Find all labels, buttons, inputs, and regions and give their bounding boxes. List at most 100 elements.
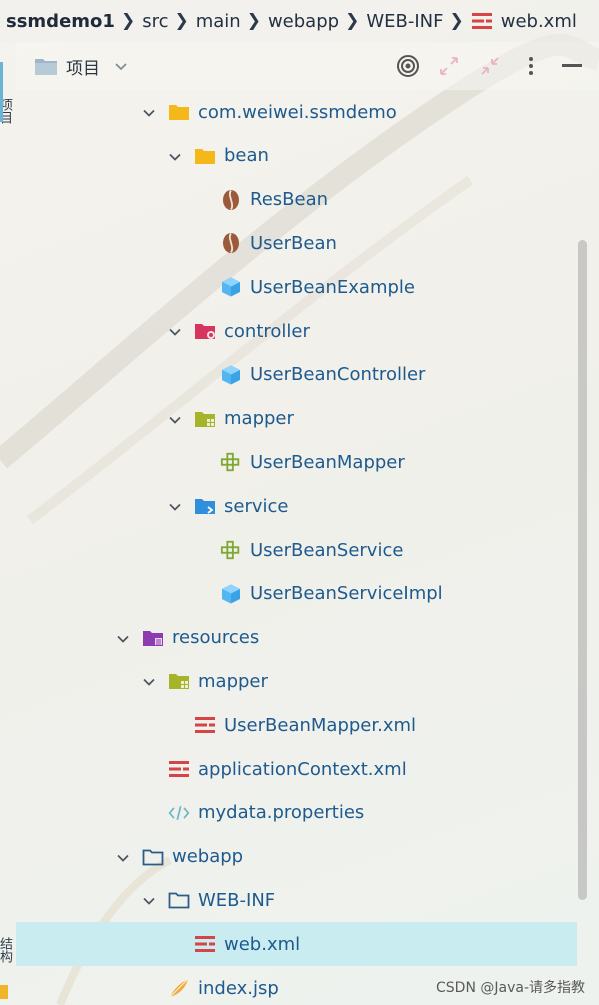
service-folder-icon [194,495,216,517]
tree-row[interactable]: UserBeanController [16,353,577,397]
tree-item-label: controller [224,320,310,342]
tree-row[interactable]: mapper [16,397,577,441]
tree-row[interactable]: mydata.properties [16,791,577,835]
tree-row[interactable]: mapper [16,659,577,703]
chevron-right-icon: ❯ [120,11,136,31]
chevron-down-icon[interactable] [142,105,156,119]
select-opened-file-button[interactable] [393,51,423,81]
expand-arrows-icon [440,57,458,75]
vertical-scrollbar[interactable] [578,240,587,900]
resources-folder-icon [142,627,164,649]
tree-item-label: UserBeanMapper.xml [224,714,417,736]
bookmark-icon[interactable] [0,985,8,999]
chevron-down-icon [115,63,127,71]
interface-grid-icon [220,451,242,473]
properties-file-icon [168,802,190,824]
tree-item-label: UserBean [250,232,337,254]
tree-item-label: applicationContext.xml [198,758,407,780]
tree-item-label: com.weiwei.ssmdemo [198,101,397,123]
tree-row[interactable]: bean [16,134,577,178]
tree-row[interactable]: applicationContext.xml [16,747,577,791]
tree-item-label: index.jsp [198,977,279,999]
chevron-down-icon[interactable] [168,412,182,426]
tree-row-selected[interactable]: web.xml [16,922,577,967]
breadcrumb-item-web-xml[interactable]: web.xml [471,11,577,32]
project-panel-header: 项目 [16,42,599,90]
tree-row[interactable]: com.weiwei.ssmdemo [16,90,577,134]
tree-row[interactable]: WEB-INF [16,878,577,922]
hide-panel-button[interactable] [557,51,587,81]
tree-row[interactable]: service [16,484,577,528]
class-cube-icon [220,364,242,386]
web-folder-icon [142,846,164,868]
tree-row[interactable]: UserBeanExample [16,265,577,309]
tree-item-label: mapper [198,670,268,692]
class-cube-icon [220,276,242,298]
chevron-right-icon: ❯ [345,11,360,31]
controller-folder-icon [194,320,216,342]
tree-row[interactable]: ResBean [16,178,577,222]
bean-icon [220,189,242,211]
tree-item-label: ResBean [250,189,329,211]
package-folder-icon [194,145,216,167]
panel-toolbar [382,42,599,90]
xml-file-icon [471,13,492,29]
watermark: CSDN @Java-请多指教 [436,980,585,996]
minimize-icon [562,64,582,67]
collapse-arrows-icon [481,57,499,75]
project-tool-tab[interactable]: 项目 [0,62,14,160]
tree-row[interactable]: index.jsp [16,966,577,1005]
breadcrumb-item-main[interactable]: main [195,10,241,32]
active-tab-indicator [0,62,3,122]
chevron-down-icon[interactable] [168,499,182,513]
breadcrumb-item-webapp[interactable]: webapp [267,10,340,32]
tree-item-label: resources [172,627,260,649]
tree-item-label: mapper [224,408,294,430]
mapper-folder-icon [168,670,190,692]
tree-row[interactable]: UserBeanService [16,528,577,572]
tree-item-label: UserBeanController [250,364,426,386]
structure-tool-tab-label: 结构 [0,937,12,963]
tree-row[interactable]: UserBeanMapper [16,440,577,484]
chevron-down-icon[interactable] [168,324,182,338]
tree-item-label: service [224,495,289,517]
tree-item-label: UserBeanService [250,539,404,561]
tree-row[interactable]: webapp [16,835,577,879]
scrollbar-thumb[interactable] [578,240,587,900]
tree-item-label: UserBeanExample [250,276,415,298]
tree-row[interactable]: controller [16,309,577,353]
web-folder-icon [168,889,190,911]
tree-row[interactable]: resources [16,616,577,660]
chevron-right-icon: ❯ [246,11,261,31]
chevron-down-icon[interactable] [142,893,156,907]
chevron-down-icon[interactable] [116,631,130,645]
chevron-right-icon: ❯ [449,11,464,31]
tree-item-label: UserBeanMapper [250,451,405,473]
chevron-down-icon[interactable] [142,674,156,688]
jsp-file-icon [168,977,190,999]
mapper-folder-icon [194,408,216,430]
chevron-right-icon: ❯ [174,11,189,31]
tree-item-label: web.xml [224,933,301,955]
breadcrumb-web-xml-label: web.xml [500,10,577,32]
xml-file-icon [194,933,216,955]
breadcrumb-item-web-inf[interactable]: WEB-INF [366,10,444,32]
breadcrumb-item-src[interactable]: src [142,10,169,32]
tree-row[interactable]: UserBeanServiceImpl [16,572,577,616]
interface-grid-icon [220,539,242,561]
breadcrumb-item-project[interactable]: ssmdemo1 [6,10,115,32]
more-vertical-icon [529,57,533,75]
panel-title: 项目 [66,58,100,79]
target-icon [397,55,419,77]
collapse-all-button[interactable] [475,51,505,81]
xml-file-icon [194,714,216,736]
tree-row[interactable]: UserBeanMapper.xml [16,703,577,747]
options-button[interactable] [516,51,546,81]
chevron-down-icon[interactable] [168,149,182,163]
tree-item-label: mydata.properties [198,802,365,824]
tree-row[interactable]: UserBean [16,221,577,265]
expand-all-button[interactable] [434,51,464,81]
chevron-down-icon[interactable] [116,850,130,864]
view-selector[interactable]: 项目 [34,54,128,79]
structure-tool-tab[interactable]: 结构 [0,937,14,987]
